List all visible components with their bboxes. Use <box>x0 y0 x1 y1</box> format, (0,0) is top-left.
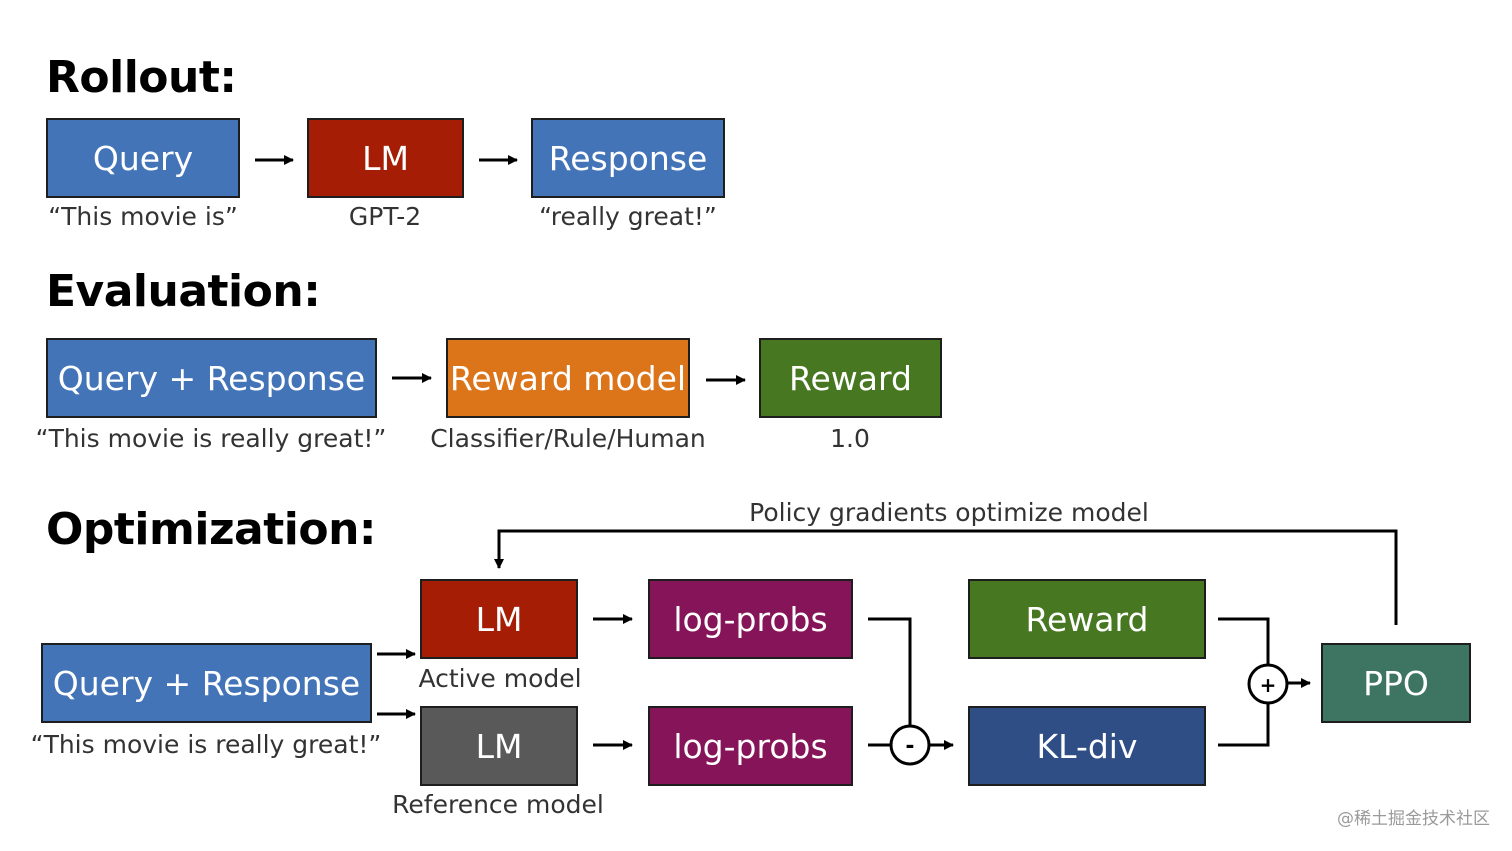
rollout-response-box: Response <box>531 118 725 198</box>
ppo-box: PPO <box>1321 643 1471 723</box>
rollout-query-caption: “This movie is” <box>48 202 238 231</box>
plus-circle <box>1247 663 1289 705</box>
active-lm-box: LM <box>420 579 578 659</box>
reference-logprobs-box: log-probs <box>648 706 853 786</box>
reference-model-caption: Reference model <box>392 790 604 819</box>
line-kl-to-plus <box>1218 703 1270 747</box>
arrow-feedback-loop <box>494 529 1398 625</box>
minus-circle <box>889 724 931 766</box>
reference-lm-box: LM <box>420 706 578 786</box>
rollout-query-box: Query <box>46 118 240 198</box>
plus-sign: + <box>1260 673 1277 697</box>
feedback-label: Policy gradients optimize model <box>749 498 1149 527</box>
line-reward-to-plus <box>1218 617 1270 665</box>
kl-div-box: KL-div <box>968 706 1206 786</box>
evaluation-query-response-caption: “This movie is really great!” <box>35 424 387 453</box>
active-logprobs-box: log-probs <box>648 579 853 659</box>
reward-model-caption: Classifier/Rule/Human <box>430 424 706 453</box>
evaluation-reward-caption: 1.0 <box>830 424 870 453</box>
rollout-response-caption: “really great!” <box>539 202 717 231</box>
rollout-lm-box: LM <box>307 118 464 198</box>
rollout-title: Rollout: <box>46 52 237 103</box>
evaluation-title: Evaluation: <box>46 266 321 317</box>
optimization-reward-box: Reward <box>968 579 1206 659</box>
optimization-title: Optimization: <box>46 504 377 555</box>
optimization-query-response-box: Query + Response <box>41 643 372 723</box>
evaluation-query-response-box: Query + Response <box>46 338 377 418</box>
reward-model-box: Reward model <box>446 338 690 418</box>
watermark: @稀土掘金技术社区 <box>1337 809 1490 829</box>
active-model-caption: Active model <box>418 664 582 693</box>
evaluation-reward-box: Reward <box>759 338 942 418</box>
rollout-lm-caption: GPT-2 <box>348 202 422 231</box>
optimization-query-response-caption: “This movie is really great!” <box>30 730 382 759</box>
minus-sign: - <box>905 734 914 759</box>
line-active-logprobs-to-minus <box>868 617 912 727</box>
